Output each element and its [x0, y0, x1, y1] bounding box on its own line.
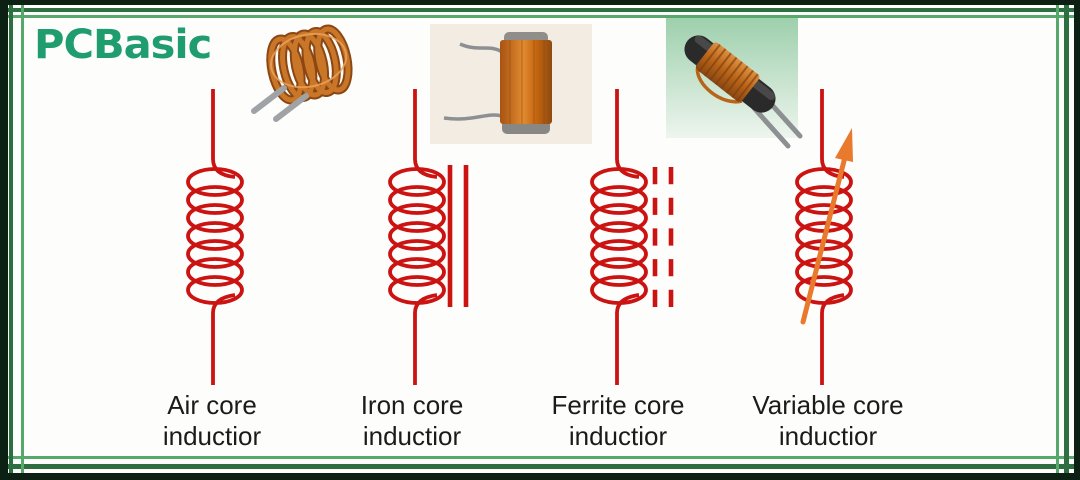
frame-line-left-light — [21, 0, 24, 480]
label-variable-core: Variable core inductior — [708, 390, 948, 452]
ferrite-core-symbol — [590, 89, 674, 385]
label-line: inductior — [162, 421, 262, 451]
air-core-symbol — [186, 89, 244, 385]
variable-core-arrow — [800, 154, 848, 325]
label-line: Air core — [167, 390, 257, 420]
frame-edge-right — [1074, 0, 1080, 480]
frame-line-bottom-dark — [0, 464, 1080, 469]
ferrite-core-photo — [666, 16, 803, 149]
frame-line-left-dark — [9, 0, 13, 480]
frame-line-top-light — [0, 15, 1080, 18]
label-iron-core: Iron core inductior — [292, 390, 532, 452]
label-line: inductior — [568, 421, 668, 451]
label-ferrite-core: Ferrite core inductior — [498, 390, 738, 452]
label-line: inductior — [362, 421, 462, 451]
iron-core-symbol — [388, 89, 469, 385]
frame-edge-bottom — [0, 473, 1080, 480]
frame-line-right-dark — [1064, 0, 1069, 480]
frame-line-top-dark — [0, 8, 1080, 12]
pcbasic-logo: PCBasic — [34, 22, 212, 68]
iron-core-photo — [430, 24, 592, 144]
label-air-core: Air core inductior — [92, 390, 332, 452]
label-line: Ferrite core — [551, 390, 685, 420]
frame-line-bottom-light — [0, 456, 1080, 459]
air-core-photo — [251, 24, 353, 122]
frame-line-right-light — [1056, 0, 1059, 480]
label-line: inductior — [778, 421, 878, 451]
variable-core-symbol — [795, 89, 853, 385]
frame-edge-left — [0, 0, 8, 480]
label-line: Variable core — [752, 390, 904, 420]
frame-edge-top — [0, 0, 1080, 5]
label-line: Iron core — [360, 390, 464, 420]
variable-core-arrowhead — [835, 128, 853, 162]
